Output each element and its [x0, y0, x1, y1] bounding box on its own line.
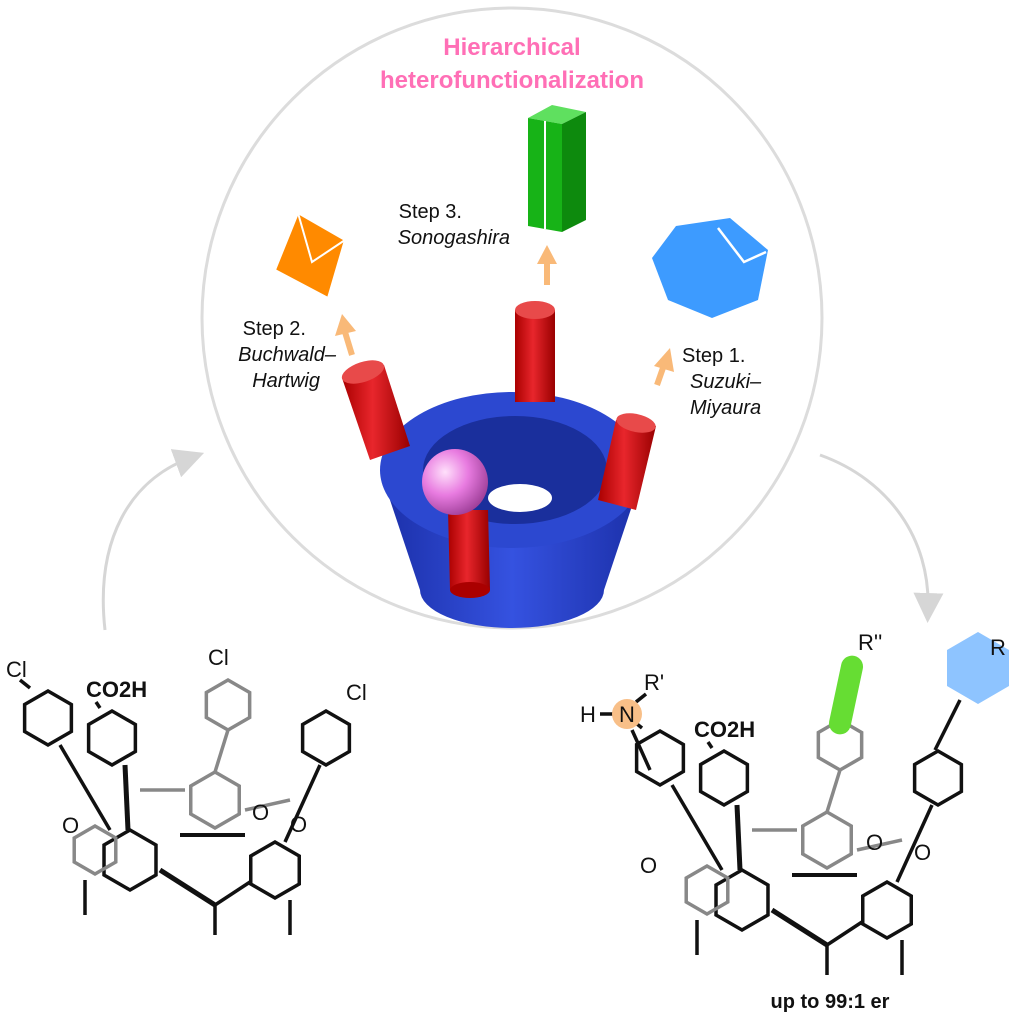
benzene-ring [204, 677, 252, 733]
amine-highlight [612, 699, 642, 729]
benzene-ring [714, 867, 770, 933]
o-label-left-2: O [252, 800, 269, 825]
benzene-ring [102, 827, 158, 893]
starting-material-structure [18, 677, 352, 935]
benzene-ring [72, 823, 118, 877]
benzene-ring [861, 879, 913, 941]
h-label: H [580, 702, 596, 727]
benzene-ring [912, 748, 964, 808]
benzene-ring [249, 839, 301, 901]
octahedron-icon [273, 211, 347, 300]
step3-label: Step 3. [399, 201, 462, 223]
prism-icon [528, 105, 586, 232]
guest-sphere [422, 449, 488, 515]
step2-reaction-1: Buchwald– [238, 344, 337, 366]
o-label-left-1: O [62, 813, 79, 838]
title-line1: Hierarchical [443, 34, 580, 61]
o-label-right-1: O [640, 853, 657, 878]
step1-reaction-2: Miyaura [690, 397, 761, 419]
bond [283, 764, 322, 843]
cl-label-2: Cl [208, 645, 229, 670]
bond [734, 804, 743, 871]
bond [158, 867, 217, 908]
o-label-right-3: O [866, 830, 883, 855]
bond [933, 699, 962, 751]
bond [214, 880, 251, 907]
left-curved-arrow [101, 449, 205, 631]
bond [244, 798, 291, 812]
n-label: N [619, 702, 635, 727]
bond [670, 784, 724, 871]
r2-label: R'' [858, 630, 882, 655]
benzene-ring [189, 769, 241, 831]
bond [58, 744, 112, 831]
benzene-ring [86, 708, 138, 768]
acid-label-right: CO2H [694, 717, 755, 742]
benzene-ring [300, 708, 352, 768]
aryl-highlight [947, 632, 1009, 704]
alkyne-highlight [828, 655, 864, 735]
bond [18, 678, 32, 690]
benzene-ring [22, 688, 74, 748]
benzene-ring [698, 748, 750, 808]
bond [630, 729, 652, 771]
bond [825, 769, 842, 813]
step2-label: Step 2. [243, 318, 306, 340]
title-line2: heterofunctionalization [380, 67, 644, 94]
reaction-arrows [335, 245, 674, 386]
acid-label-left: CO2H [86, 677, 147, 702]
polyhedron-icon [652, 218, 768, 318]
benzene-ring [801, 809, 853, 871]
bond [634, 692, 648, 704]
bond [856, 838, 903, 852]
bond [826, 920, 863, 947]
step1-reaction-1: Suzuki– [690, 371, 762, 393]
step2-reaction-2: Hartwig [252, 370, 320, 392]
o-label-right-2: O [914, 840, 931, 865]
bond [122, 764, 131, 831]
bond [895, 804, 934, 883]
er-caption: up to 99:1 er [771, 991, 890, 1013]
r1-label: R' [644, 670, 664, 695]
right-curved-arrow [819, 453, 944, 623]
benzene-ring [684, 863, 730, 917]
r-label: R [990, 635, 1006, 660]
step1-label: Step 1. [682, 345, 745, 367]
cl-label-1: Cl [6, 657, 27, 682]
o-label-left-3: O [290, 812, 307, 837]
cl-label-3: Cl [346, 680, 367, 705]
bond [94, 701, 102, 709]
cavitand-cup [380, 392, 644, 628]
bond [706, 741, 714, 749]
bond [770, 907, 829, 948]
bond [213, 729, 230, 773]
step3-reaction: Sonogashira [398, 227, 510, 249]
red-pillars [341, 301, 656, 598]
